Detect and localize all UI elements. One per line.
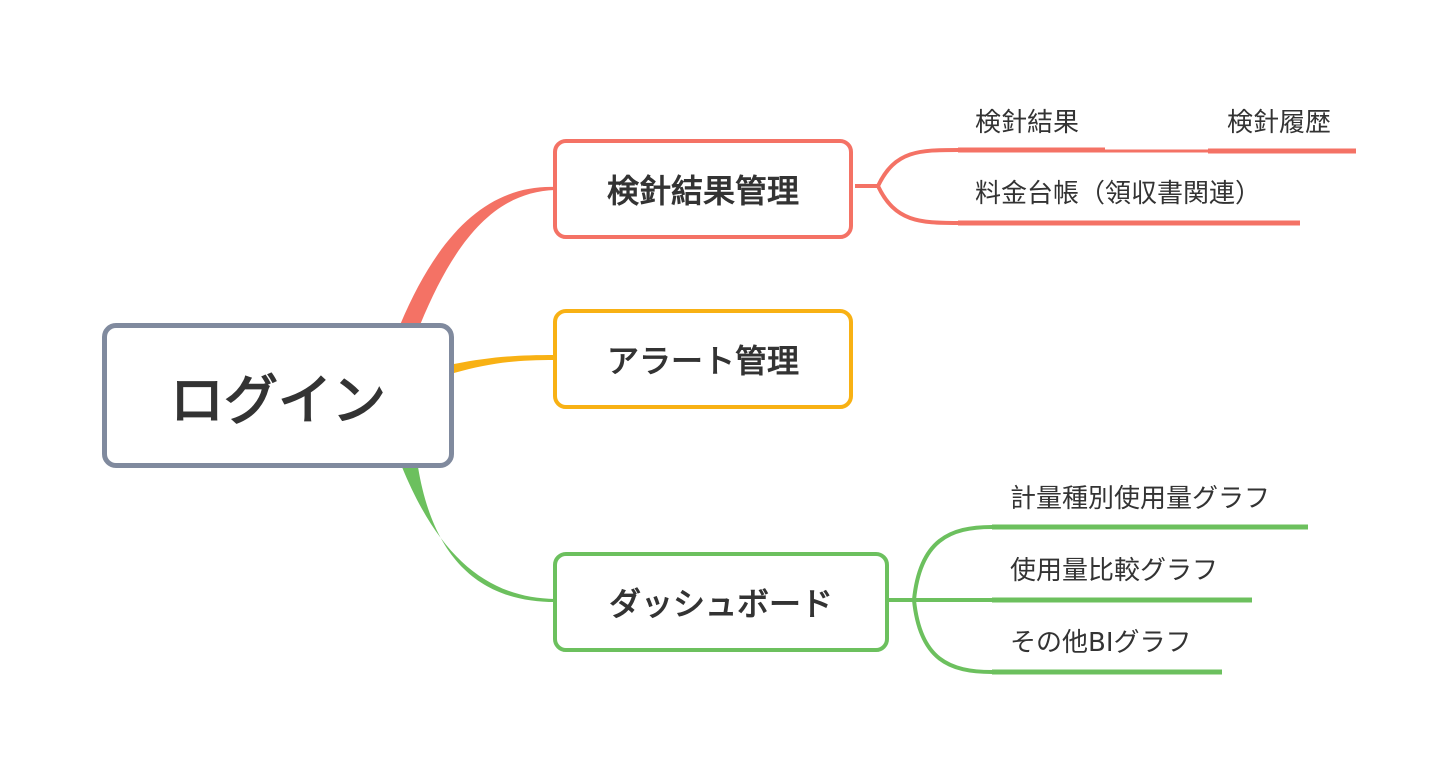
branch-node-label: ダッシュボード	[608, 585, 833, 623]
leaf-node-kenshin-kekka[interactable]: 検針結果	[975, 108, 1080, 138]
leaf-node-ryokin-daicho[interactable]: 料金台帳（領収書関連）	[975, 179, 1262, 209]
leaf-node-kenshin-rireki[interactable]: 検針履歴	[1227, 108, 1332, 138]
branch-node-label: アラート管理	[606, 342, 799, 380]
branch-node-label: 検針結果管理	[606, 172, 799, 210]
branch-node-kenshin-kekka-kanri[interactable]: 検針結果管理	[553, 139, 853, 239]
connector-root-to-kenshin	[400, 186, 555, 325]
connector-dashboard-to-children	[889, 525, 993, 674]
leaf-node-sonota-bi-graph[interactable]: その他BIグラフ	[1010, 628, 1192, 658]
branch-node-dashboard[interactable]: ダッシュボード	[553, 552, 889, 652]
connector-root-to-dashboard	[402, 467, 555, 602]
connector-root-to-alert	[454, 355, 555, 373]
connector-kenshin-to-children	[855, 148, 959, 225]
leaf-node-shiyoryo-hikaku-graph[interactable]: 使用量比較グラフ	[1010, 556, 1219, 586]
root-node-login[interactable]: ログイン	[102, 323, 454, 468]
leaf-node-keiryo-shubetsu-graph[interactable]: 計量種別使用量グラフ	[1010, 484, 1271, 514]
root-node-label: ログイン	[170, 369, 386, 432]
branch-node-alert-kanri[interactable]: アラート管理	[553, 309, 853, 409]
